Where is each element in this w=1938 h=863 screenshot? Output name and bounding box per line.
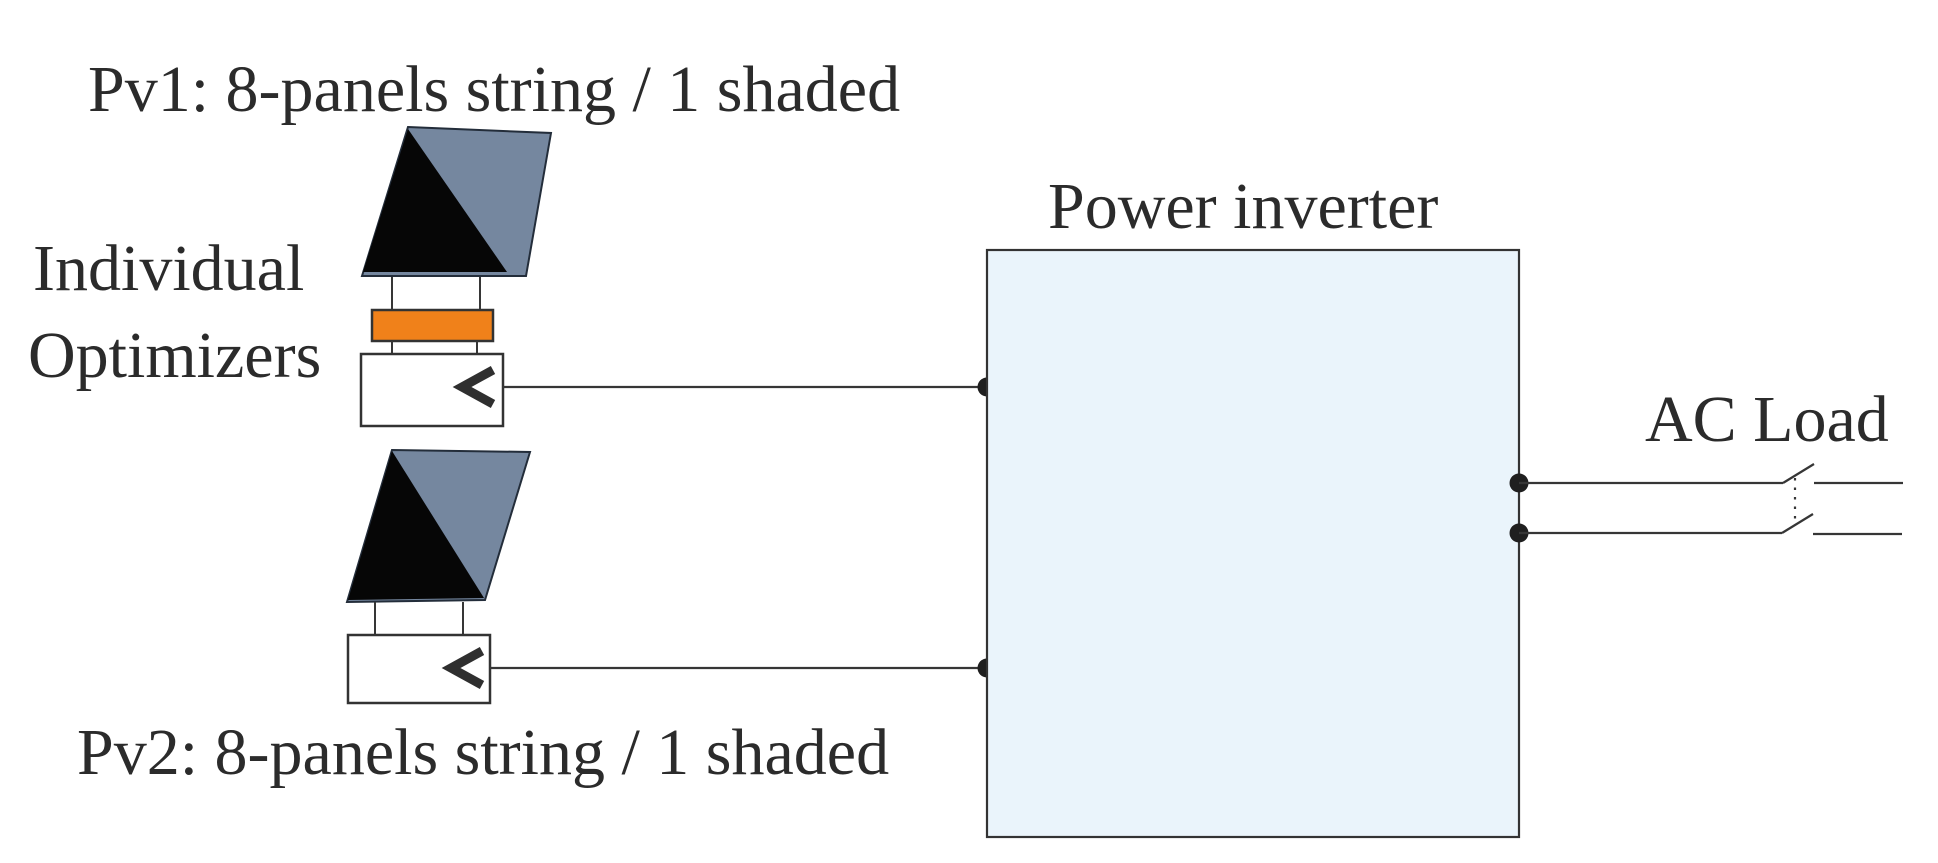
optimizer-caption-line2: Optimizers	[28, 319, 322, 392]
pv1-converter-box	[359, 352, 505, 428]
optimizer-caption-line1: Individual	[33, 232, 305, 305]
less-than-icon	[441, 647, 485, 689]
power-inverter-label: Power inverter	[1048, 170, 1439, 243]
pv1-label: Pv1: 8-panels string / 1 shaded	[88, 53, 901, 126]
pv1-panel-shaded-cell	[363, 129, 507, 272]
ac-load-label: AC Load	[1645, 383, 1889, 456]
open-switch-icon	[1519, 463, 1903, 536]
power-inverter-box	[985, 248, 1521, 839]
pv2-panel-shaded-cell	[348, 451, 484, 600]
pv1-optimizer	[370, 308, 495, 343]
pv1-panel	[360, 125, 553, 277]
less-than-icon	[452, 366, 496, 408]
pv2-label: Pv2: 8-panels string / 1 shaded	[77, 716, 890, 789]
pv2-panel	[345, 448, 532, 604]
ac-switch-lever-bottom	[1781, 513, 1814, 534]
ac-switch-lever-top	[1782, 463, 1815, 484]
pv2-converter-box	[346, 633, 492, 705]
